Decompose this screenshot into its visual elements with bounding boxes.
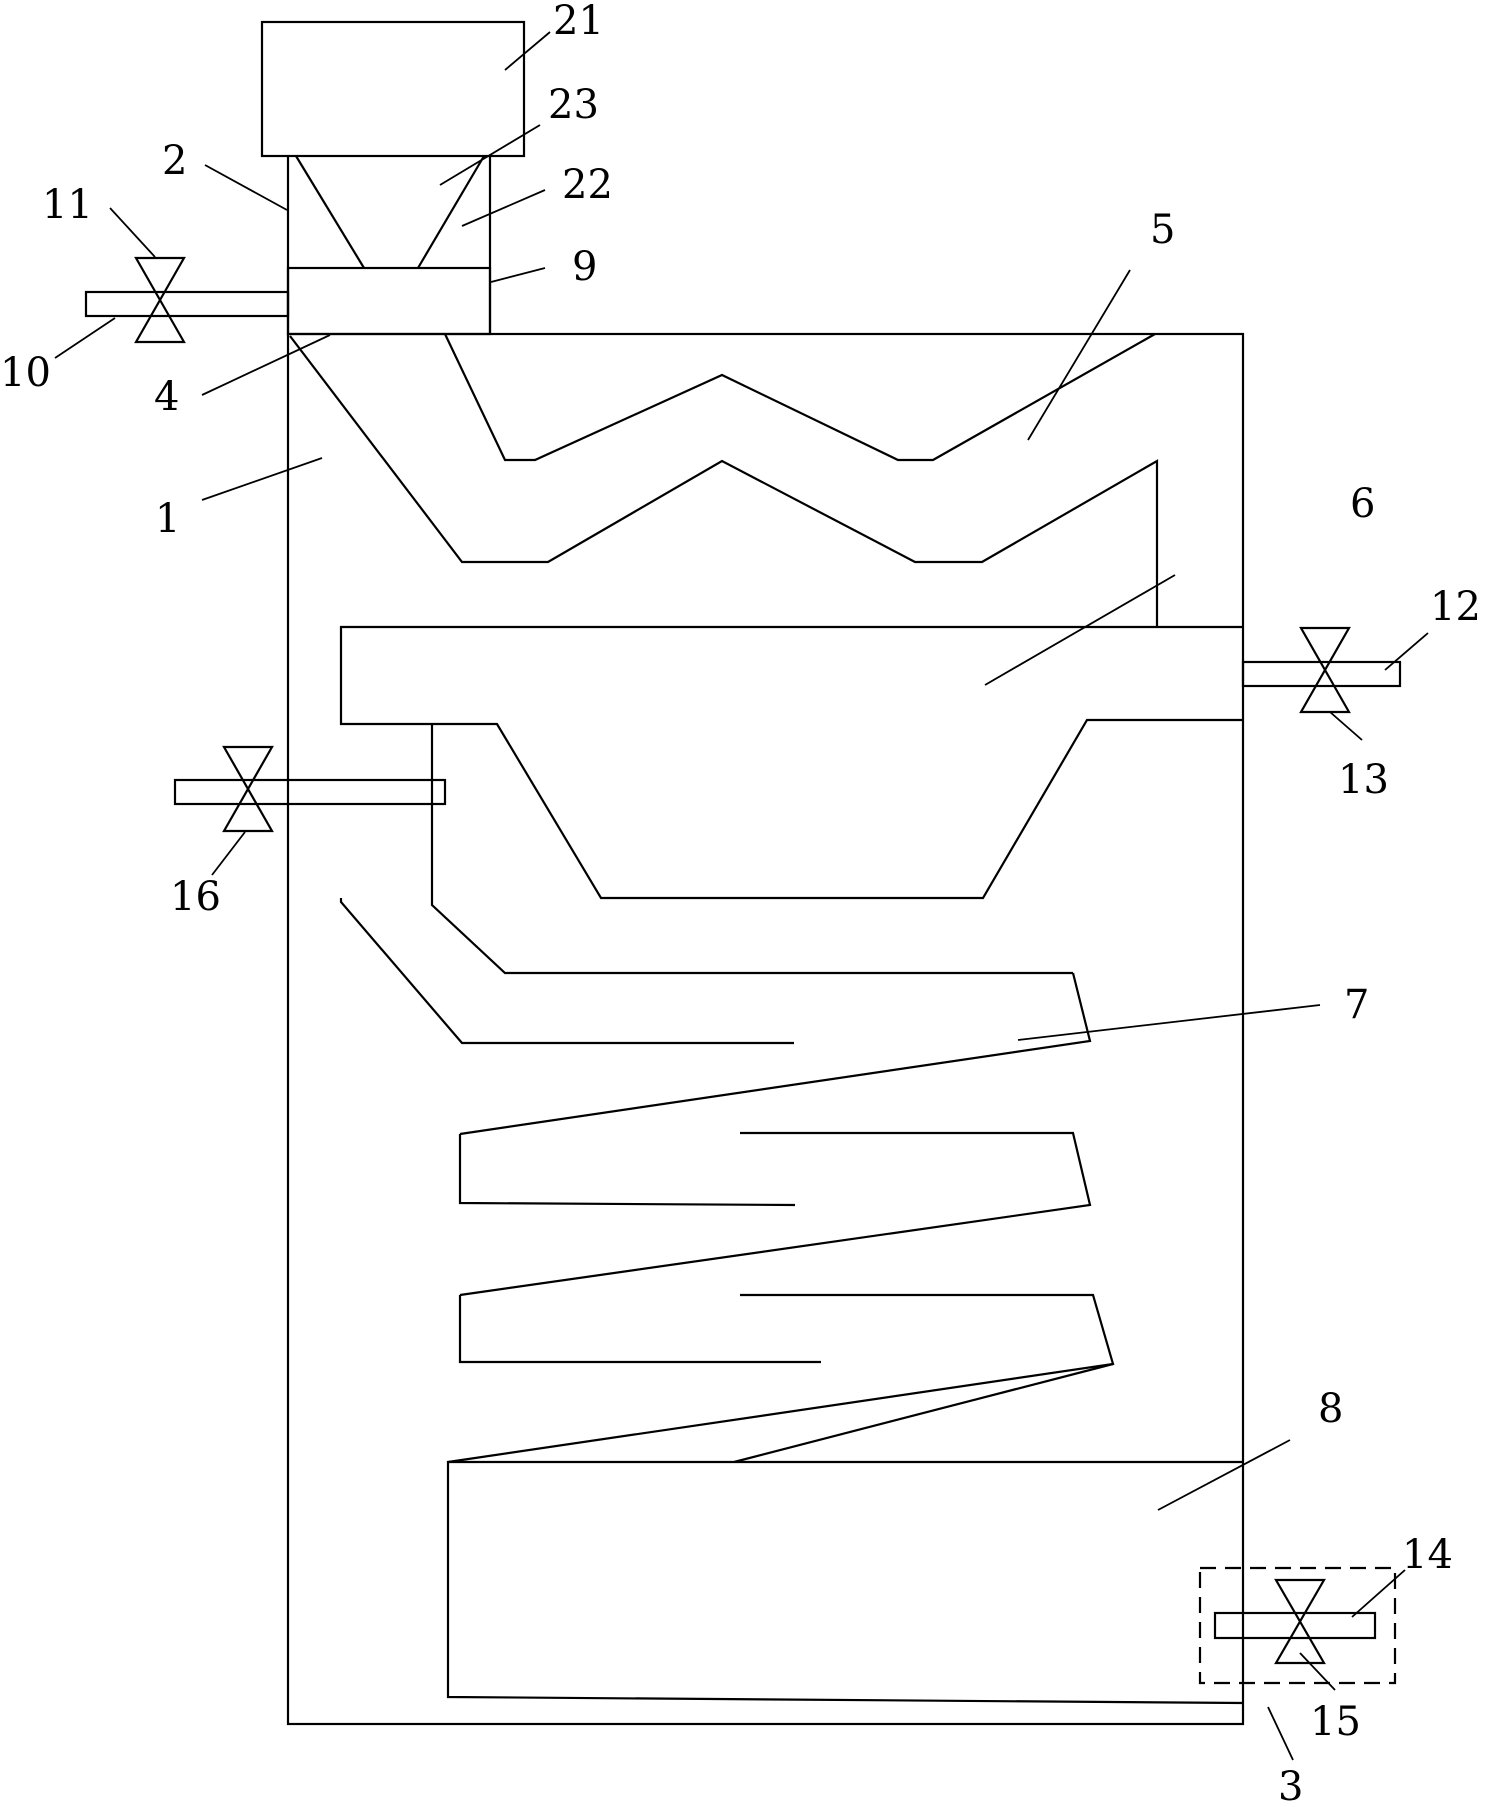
leader-12 (1384, 632, 1429, 671)
leader-8 (1157, 1439, 1291, 1511)
label-1: 1 (155, 496, 180, 542)
coil-segment-1 (459, 972, 1092, 1136)
leader-16 (211, 831, 246, 876)
settling-tank (446, 1460, 1244, 1705)
coil-front-2 (458, 1295, 821, 1364)
label-21: 21 (553, 0, 604, 44)
label-10: 10 (0, 350, 51, 396)
funnel (295, 155, 365, 269)
label-4: 4 (154, 374, 179, 420)
leader-2 (204, 164, 288, 211)
coil-tail (733, 1362, 1114, 1464)
label-3: 3 (1278, 1764, 1303, 1807)
leader-10 (54, 317, 116, 359)
leader-5 (1027, 269, 1131, 441)
descending-pipe (339, 898, 794, 1045)
label-9: 9 (572, 244, 597, 290)
channel-upper-wall (444, 333, 1156, 462)
label-5: 5 (1150, 207, 1175, 253)
valve-top-left-icon (134, 256, 186, 344)
leader-15 (1299, 1652, 1336, 1691)
valve-right-icon (1299, 626, 1351, 714)
coil-front-1 (458, 1134, 796, 1207)
label-16: 16 (170, 874, 221, 920)
label-23: 23 (548, 82, 599, 128)
label-15: 15 (1310, 1699, 1361, 1745)
label-11: 11 (42, 182, 93, 228)
pipe-bottom-right (1213, 1611, 1377, 1640)
valve-left-icon (222, 745, 274, 833)
label-12: 12 (1430, 584, 1481, 630)
tray-outline (339, 625, 1243, 900)
leader-6 (984, 574, 1176, 686)
label-7: 7 (1344, 982, 1369, 1028)
funnel (417, 155, 485, 269)
label-2: 2 (162, 138, 187, 184)
channel-lower-wall (289, 335, 1159, 627)
pipe-left (173, 778, 447, 806)
leader-1 (201, 457, 323, 501)
valve-bottom-right-icon (1274, 1578, 1326, 1665)
label-6: 6 (1350, 481, 1375, 527)
coil-back-2 (447, 1293, 1115, 1464)
leader-3 (1267, 1706, 1294, 1761)
dashed-enclosure (1198, 1566, 1397, 1685)
label-8: 8 (1318, 1386, 1343, 1432)
leader-13 (1329, 711, 1363, 741)
leader-23 (439, 124, 541, 186)
pipe-top-left (84, 290, 290, 318)
descending-pipe (430, 898, 1073, 975)
coil-back-1 (459, 1131, 1092, 1297)
leader-14 (1351, 1569, 1406, 1618)
tank-body (286, 332, 1245, 1726)
leader-9 (490, 267, 546, 283)
leader-4 (201, 334, 331, 396)
chamber-block (286, 266, 492, 336)
leader-21 (504, 31, 551, 71)
leader-7 (1017, 1004, 1321, 1041)
label-13: 13 (1338, 757, 1389, 803)
top-box (260, 20, 526, 158)
label-22: 22 (562, 162, 613, 208)
leader-11 (109, 207, 156, 258)
leader-22 (461, 189, 546, 227)
label-14: 14 (1402, 1532, 1453, 1578)
